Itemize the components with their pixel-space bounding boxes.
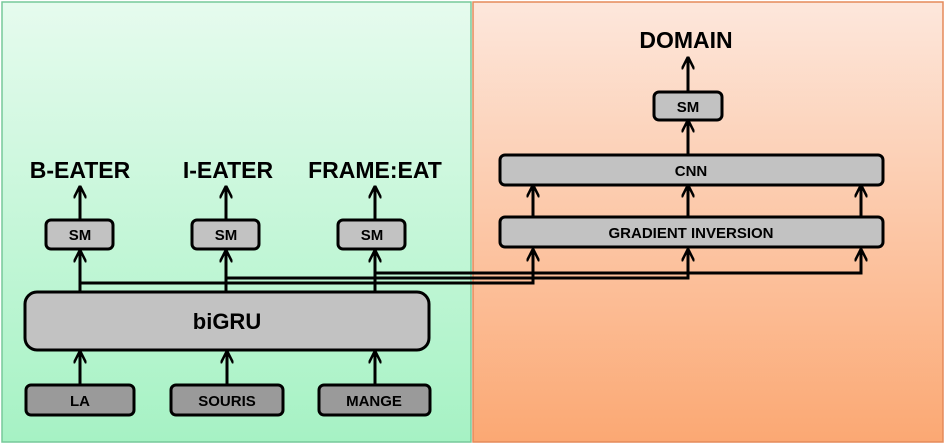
bigru-box — [23, 290, 431, 352]
connection-lines — [80, 58, 861, 385]
sm-label-domain: SM — [677, 99, 700, 116]
domain-label: DOMAIN — [639, 27, 732, 53]
output-label-b-eater: B-EATER — [30, 157, 131, 183]
sm-box-1 — [44, 218, 115, 251]
input-label-la: LA — [70, 393, 90, 410]
output-label-i-eater: I-EATER — [183, 157, 274, 183]
input-label-mange: MANGE — [346, 393, 402, 410]
sm-box-2 — [190, 218, 261, 251]
cnn-label: CNN — [675, 163, 708, 180]
input-label-souris: SOURIS — [198, 393, 256, 410]
input-box-mange — [317, 383, 432, 417]
sm-box-domain — [652, 90, 724, 122]
input-box-la — [24, 383, 136, 417]
sm-label-3: SM — [361, 227, 384, 244]
sm-label-1: SM — [69, 227, 92, 244]
output-label-frame-eat: FRAME:EAT — [308, 157, 442, 183]
gradient-inversion-box — [498, 215, 885, 249]
cnn-box — [498, 153, 885, 187]
input-box-souris — [169, 383, 285, 417]
gradient-inversion-label: GRADIENT INVERSION — [608, 225, 773, 242]
bigru-label: biGRU — [193, 309, 261, 334]
sm-box-3 — [336, 218, 407, 251]
sm-label-2: SM — [215, 227, 238, 244]
